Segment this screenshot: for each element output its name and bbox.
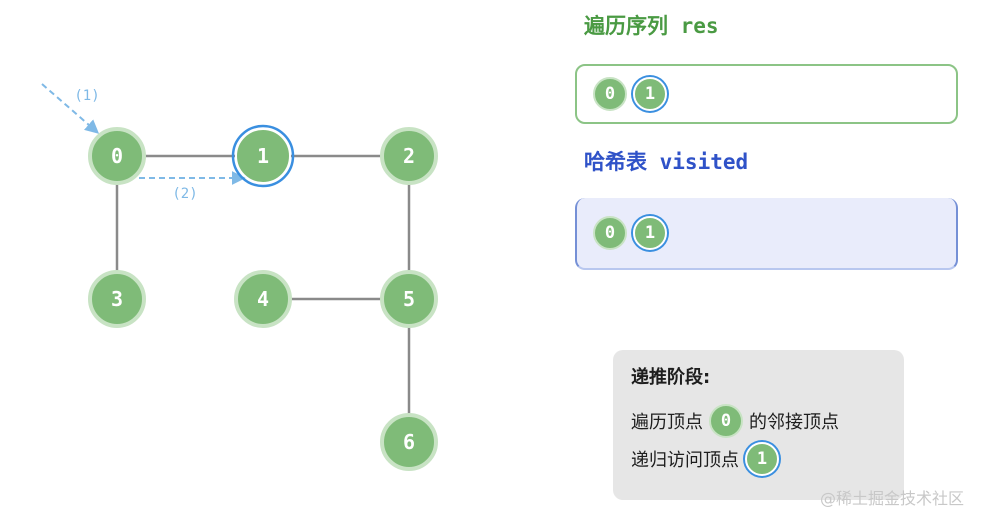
graph-node-2: 2 [380, 127, 438, 185]
traversal-arrow-1 [41, 83, 100, 134]
graph-node-6: 6 [380, 413, 438, 471]
graph-node-4: 4 [234, 270, 292, 328]
graph-node-0: 0 [88, 127, 146, 185]
visited-title: 哈希表 visited [584, 150, 749, 174]
note-line-traverse: 遍历顶点 0 的邻接顶点 [631, 402, 904, 440]
graph-node-label-5: 5 [403, 287, 415, 311]
res-title: 遍历序列 res [584, 14, 719, 38]
graph-node-label-6: 6 [403, 430, 415, 454]
watermark: @稀土掘金技术社区 [820, 489, 965, 508]
step-label-2: (2) [172, 186, 197, 202]
graph-node-5: 5 [380, 270, 438, 328]
note-title: 递推阶段: [631, 367, 711, 388]
graph-node-3: 3 [88, 270, 146, 328]
graph-node-label-3: 3 [111, 287, 123, 311]
note-line1-vertex-chip: 0 [709, 404, 743, 438]
note-line2-prefix: 递归访问顶点 [631, 450, 739, 471]
res-item-1: 1 [633, 77, 667, 111]
visited-item-0: 0 [593, 216, 627, 250]
note-line-recurse: 递归访问顶点 1 [631, 440, 904, 478]
note-line2-vertex-chip: 1 [745, 442, 779, 476]
visited-item-1: 1 [633, 216, 667, 250]
step-label-1: (1) [74, 88, 99, 104]
recursion-note-box: 递推阶段: 遍历顶点 0 的邻接顶点 递归访问顶点 1 [613, 350, 904, 500]
graph-node-label-2: 2 [403, 144, 415, 168]
note-line1-suffix: 的邻接顶点 [749, 412, 839, 433]
graph-node-label-0: 0 [111, 144, 123, 168]
graph-node-1: 1 [231, 124, 295, 188]
note-line1-prefix: 遍历顶点 [631, 412, 703, 433]
res-item-0: 0 [593, 77, 627, 111]
graph-node-label-1: 1 [257, 144, 269, 168]
graph-node-label-4: 4 [257, 287, 269, 311]
